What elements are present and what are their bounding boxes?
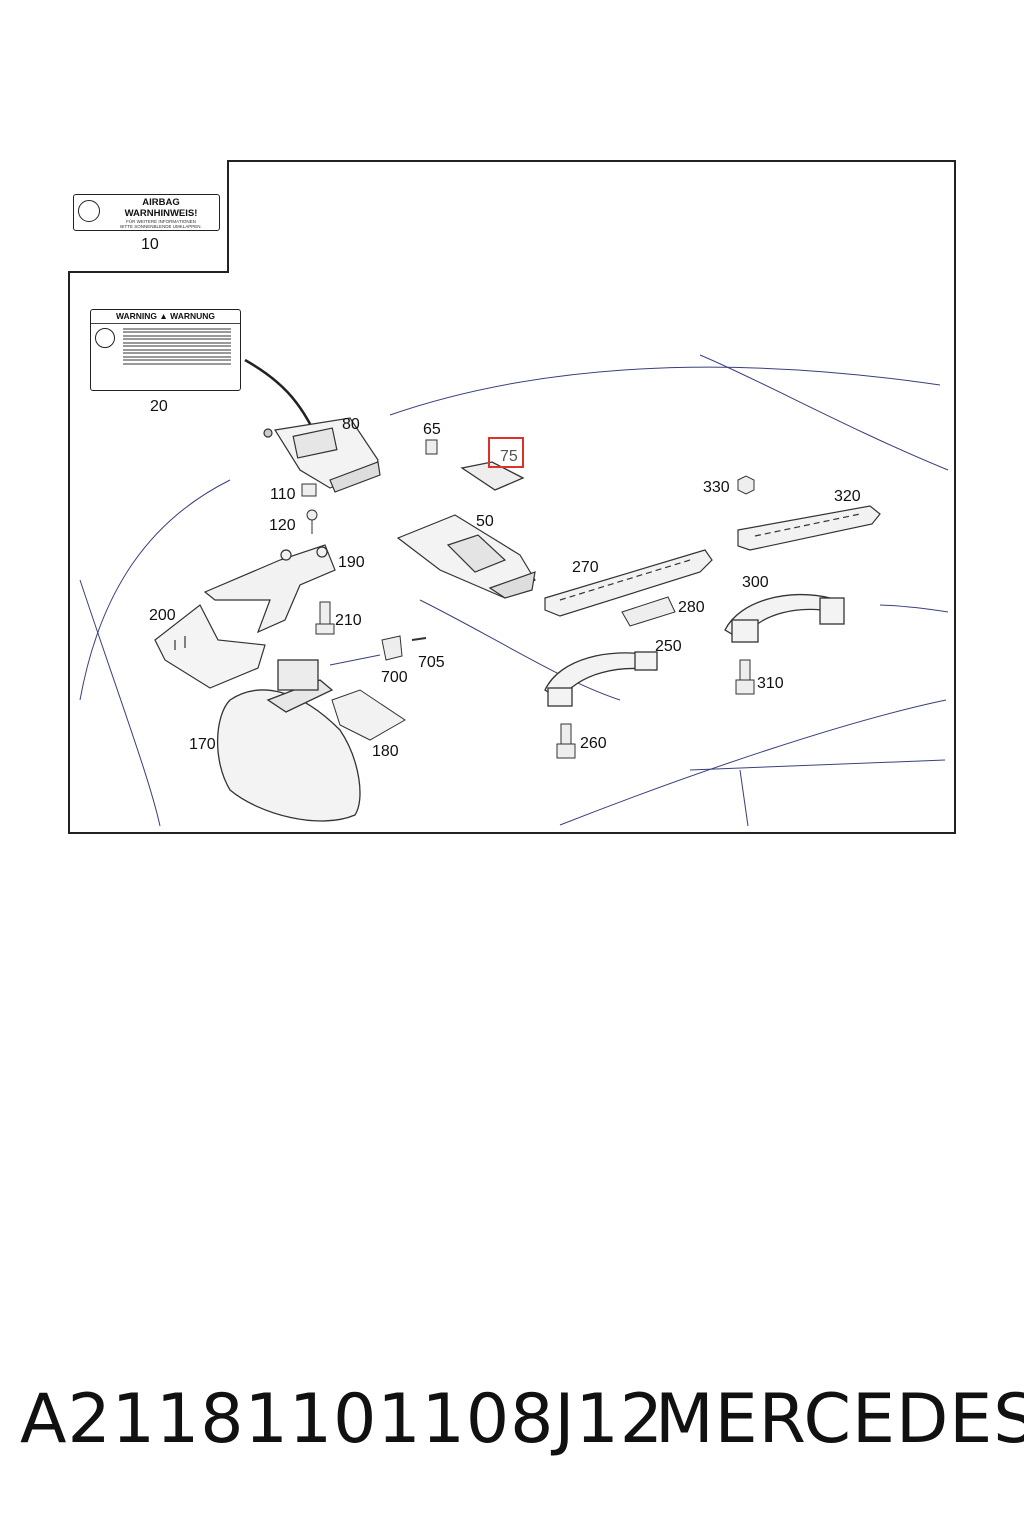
callout-75[interactable]: 75 bbox=[500, 448, 518, 465]
callout-190: 190 bbox=[338, 554, 365, 571]
part-210-bolt bbox=[315, 601, 335, 635]
callout-80: 80 bbox=[342, 416, 360, 433]
callout-300: 300 bbox=[742, 574, 769, 591]
callout-700: 700 bbox=[381, 669, 408, 686]
part-310-bolt bbox=[735, 659, 755, 695]
part-280-cover bbox=[621, 596, 676, 627]
callout-250: 250 bbox=[655, 638, 682, 655]
part-270-bracket bbox=[544, 549, 713, 617]
airbag-title-line1: AIRBAG bbox=[142, 197, 180, 208]
callout-705: 705 bbox=[418, 654, 445, 671]
callout-280: 280 bbox=[678, 599, 705, 616]
part-170-mirror bbox=[216, 659, 361, 822]
callout-310: 310 bbox=[757, 675, 784, 692]
part-190-bracket bbox=[203, 544, 336, 634]
part-260-bolt bbox=[556, 723, 576, 759]
part-number-caption: A21181101108J12 bbox=[20, 1380, 664, 1459]
part-300-grab-handle bbox=[724, 593, 845, 643]
callout-65: 65 bbox=[423, 421, 441, 438]
callout-170: 170 bbox=[189, 736, 216, 753]
part-200-cover bbox=[154, 604, 266, 689]
warning-label: WARNING ▲ WARNUNG bbox=[90, 309, 241, 391]
callout-330: 330 bbox=[703, 479, 730, 496]
callout-10: 10 bbox=[141, 236, 159, 253]
selected-part-highlight bbox=[488, 437, 524, 468]
part-250-grab-handle bbox=[544, 651, 658, 707]
callout-270: 270 bbox=[572, 559, 599, 576]
part-50-sun-visor bbox=[396, 514, 536, 599]
airbag-warning-icon bbox=[78, 200, 100, 222]
callout-20: 20 bbox=[150, 398, 168, 415]
part-80-sun-visor bbox=[263, 417, 381, 493]
airbag-label-inset: AIRBAG WARNHINWEIS! FÜR WEITERE INFORMAT… bbox=[68, 160, 229, 273]
airbag-warning-label: AIRBAG WARNHINWEIS! FÜR WEITERE INFORMAT… bbox=[73, 194, 220, 231]
part-330-nut bbox=[737, 475, 755, 495]
brand-caption: MERCEDES bbox=[655, 1380, 1024, 1459]
part-705-pin bbox=[411, 637, 427, 641]
callout-180: 180 bbox=[372, 743, 399, 760]
part-65-clip bbox=[425, 439, 438, 455]
part-110-nut bbox=[301, 483, 317, 497]
airbag-title-line2: WARNHINWEIS! bbox=[124, 208, 198, 219]
warning-label-fine-print bbox=[115, 326, 239, 366]
callout-320: 320 bbox=[834, 488, 861, 505]
callout-210: 210 bbox=[335, 612, 362, 629]
part-700-clip bbox=[381, 635, 403, 661]
warning-label-title: WARNING ▲ WARNUNG bbox=[91, 310, 240, 324]
callout-50: 50 bbox=[476, 513, 494, 530]
part-180-cover bbox=[331, 689, 406, 741]
part-320-bracket bbox=[737, 505, 881, 551]
airbag-small-line2: BITTE SONNENBLENDE UMKLAPPEN. bbox=[120, 224, 202, 229]
callout-260: 260 bbox=[580, 735, 607, 752]
callout-120: 120 bbox=[269, 517, 296, 534]
airbag-small-line1: FÜR WEITERE INFORMATIONEN bbox=[126, 219, 196, 224]
part-75-mirror-cover bbox=[460, 461, 525, 491]
callout-110: 110 bbox=[270, 486, 296, 503]
callout-200: 200 bbox=[149, 607, 176, 624]
no-child-seat-icon bbox=[95, 328, 115, 348]
part-120-screw bbox=[306, 509, 318, 534]
